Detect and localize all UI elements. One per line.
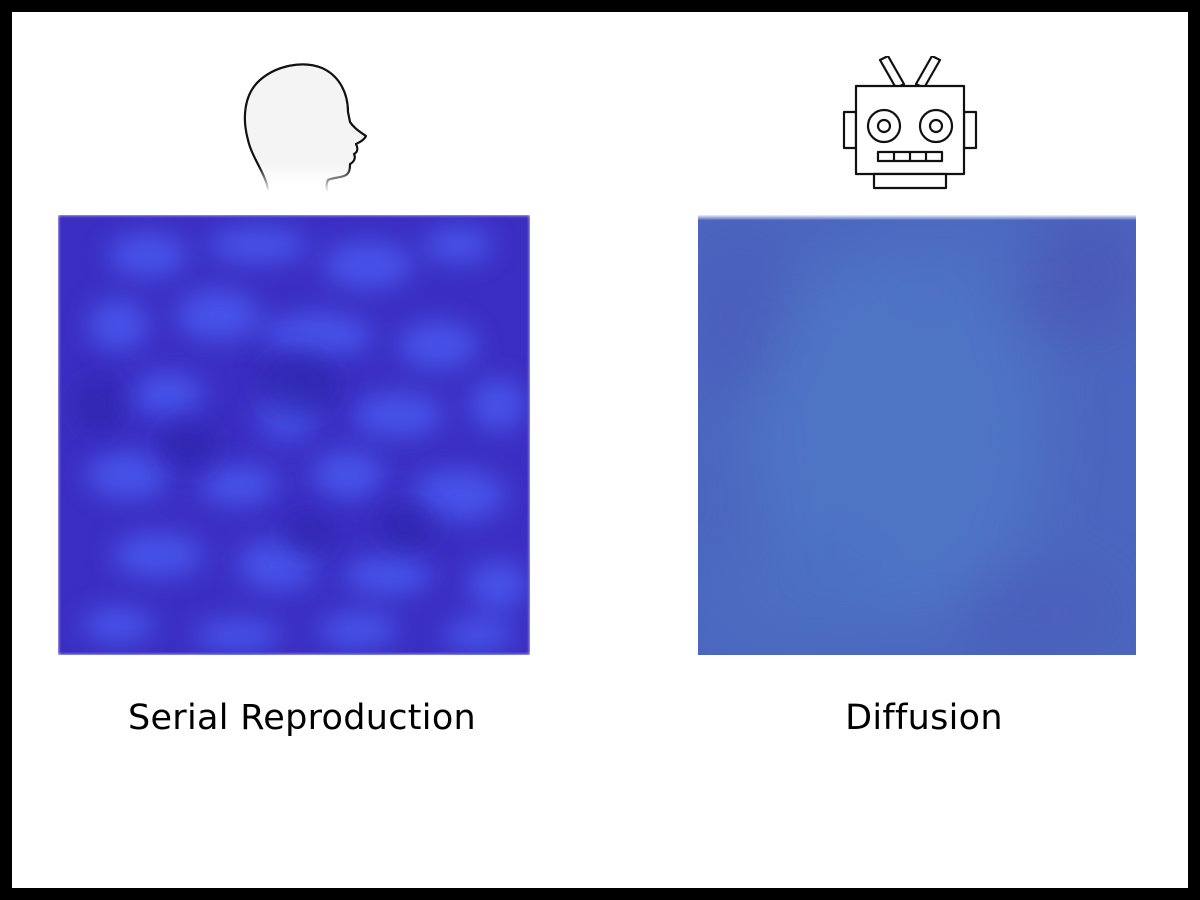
caption-serial-reproduction: Serial Reproduction	[127, 698, 477, 738]
panel-diffusion: Diffusion	[600, 12, 1188, 888]
figure-canvas: Serial Reproduction	[12, 12, 1188, 888]
robot-head-icon	[830, 56, 990, 206]
serial-reproduction-pattern	[58, 215, 530, 655]
caption-diffusion: Diffusion	[845, 698, 1003, 738]
human-head-profile-icon	[222, 56, 382, 206]
panel-serial-reproduction: Serial Reproduction	[12, 12, 600, 888]
diffusion-pattern	[698, 215, 1136, 655]
